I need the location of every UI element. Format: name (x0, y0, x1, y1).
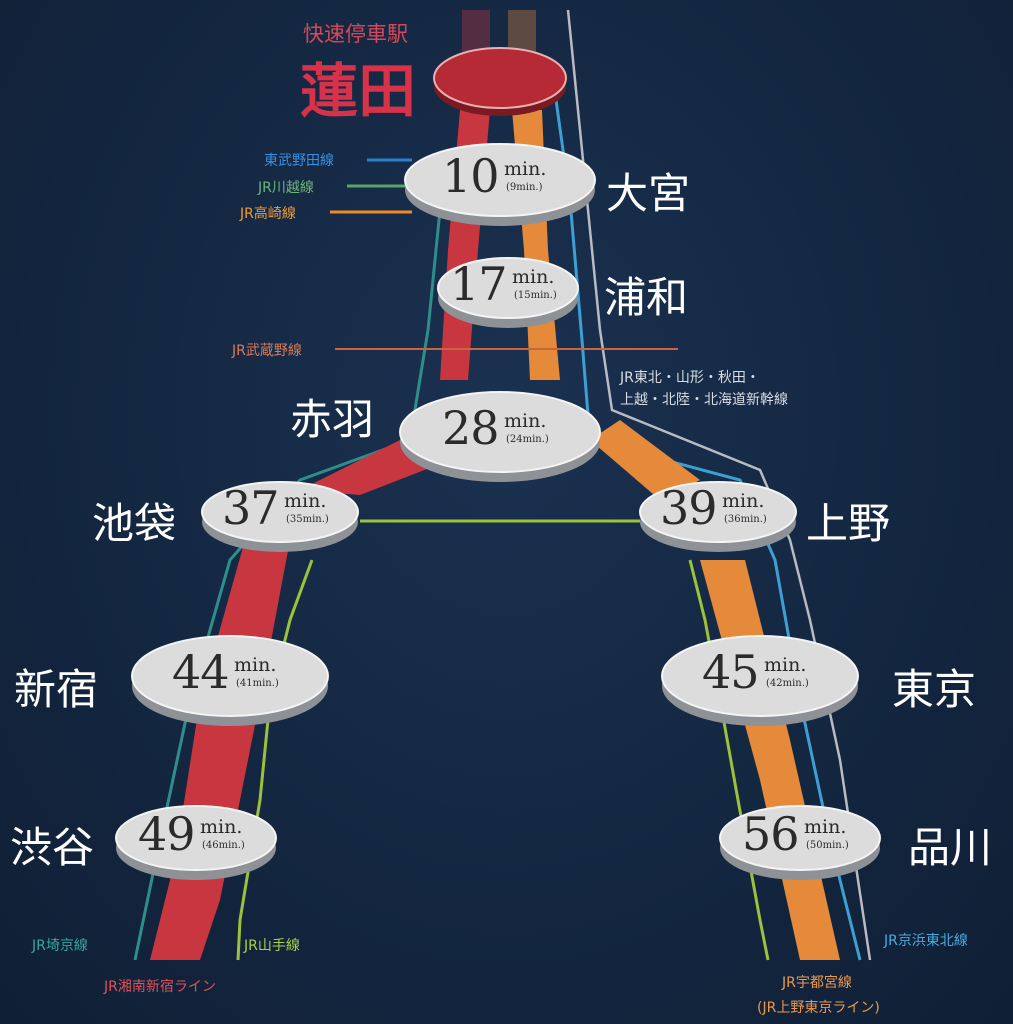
minutes-akabane: 28 (442, 401, 500, 455)
minutes-urawa: 17 (450, 257, 508, 311)
hasuda-station-name: 蓮田 (300, 57, 417, 125)
minutes-unit-akabane: min. (504, 410, 547, 432)
minutes-alt-omiya: (9min.) (506, 182, 543, 193)
minutes-unit-shinagawa: min. (804, 816, 847, 838)
pill-akabane (399, 391, 601, 473)
minutes-unit-ikebukuro: min. (284, 490, 327, 512)
shonan-lower (150, 540, 290, 960)
minutes-unit-tokyo: min. (764, 654, 807, 676)
pill-ueno (639, 481, 797, 543)
shonan-label: JR湘南新宿ライン (104, 979, 216, 995)
station-name-ueno: 上野 (806, 499, 891, 548)
minutes-unit-ueno: min. (722, 490, 765, 512)
pill-shinjuku (131, 635, 329, 717)
takasaki-label: JR高崎線 (240, 206, 296, 222)
yamanote-line-right (688, 559, 770, 961)
minutes-unit-shinjuku: min. (234, 654, 277, 676)
minutes-shinjuku: 44 (172, 645, 230, 699)
ueno-tokyo-line-label: (JR上野東京ライン) (757, 1000, 880, 1016)
minutes-alt-urawa: (15min.) (514, 290, 557, 301)
pill-tokyo (661, 635, 859, 717)
express-stop-caption: 快速停車駅 (303, 22, 408, 46)
minutes-omiya: 10 (442, 149, 500, 203)
minutes-alt-ikebukuro: (35min.) (286, 514, 329, 525)
pill-omiya (404, 143, 596, 217)
keihin-tohoku-line (554, 99, 862, 961)
minutes-unit-omiya: min. (504, 158, 547, 180)
minutes-shinagawa: 56 (742, 807, 800, 861)
minutes-alt-shibuya: (46min.) (202, 840, 245, 851)
minutes-ueno: 39 (660, 481, 718, 535)
minutes-shibuya: 49 (138, 807, 196, 861)
station-name-shinagawa: 品川 (908, 823, 993, 872)
minutes-ikebukuro: 37 (222, 481, 280, 535)
station-name-ikebukuro: 池袋 (92, 499, 177, 548)
tobu-noda-label: 東武野田線 (264, 153, 334, 169)
utsunomiya-branch (590, 420, 700, 500)
yamanote-label: JR山手線 (244, 938, 300, 954)
pill-shinagawa (719, 805, 881, 871)
station-name-akabane: 赤羽 (290, 395, 375, 444)
station-name-tokyo: 東京 (892, 665, 977, 714)
station-name-urawa: 浦和 (604, 273, 689, 322)
musashino-label: JR武蔵野線 (232, 343, 302, 359)
minutes-unit-shibuya: min. (200, 816, 243, 838)
station-name-shibuya: 渋谷 (10, 823, 95, 872)
minutes-alt-tokyo: (42min.) (766, 678, 809, 689)
hasuda-pill (433, 47, 567, 109)
shinkansen-label-1: JR東北・山形・秋田・ (620, 370, 760, 386)
pill-ikebukuro (201, 481, 359, 543)
yamanote-line-left (236, 559, 314, 961)
minutes-alt-ueno: (36min.) (724, 514, 767, 525)
keihin-tohoku-label: JR京浜東北線 (884, 933, 968, 949)
minutes-alt-shinjuku: (41min.) (236, 678, 279, 689)
utsunomiya-lower (700, 560, 840, 960)
pill-shibuya (115, 805, 277, 871)
minutes-unit-urawa: min. (512, 266, 555, 288)
saikyo-label: JR埼京線 (32, 938, 88, 954)
shinkansen-label-2: 上越・北陸・北海道新幹線 (620, 392, 788, 408)
station-pills (115, 143, 881, 880)
utsunomiya-label: JR宇都宮線 (782, 975, 852, 991)
pill-urawa (437, 257, 579, 319)
minutes-alt-shinagawa: (50min.) (806, 840, 849, 851)
kawagoe-label: JR川越線 (258, 180, 314, 196)
station-name-omiya: 大宮 (606, 169, 691, 218)
station-name-shinjuku: 新宿 (14, 665, 99, 714)
minutes-alt-akabane: (24min.) (506, 434, 549, 445)
minutes-tokyo: 45 (702, 645, 760, 699)
